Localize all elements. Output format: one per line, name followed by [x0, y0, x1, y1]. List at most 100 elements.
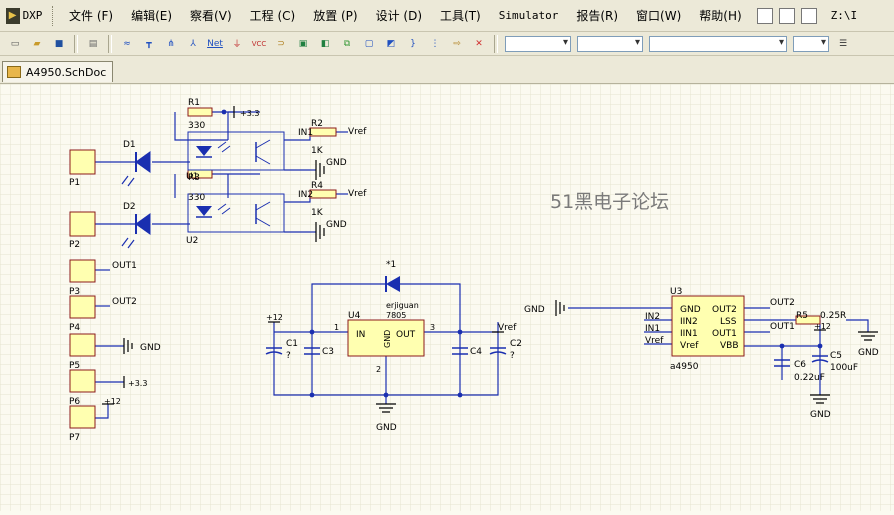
label-erjiguan: erjiguan	[386, 301, 419, 310]
label-u3-pin-out2: OUT2	[712, 305, 737, 315]
label-r5: R5	[796, 311, 808, 321]
p4-body	[69, 295, 96, 319]
gnd-symbols-bottom	[376, 331, 878, 413]
power-vcc-icon[interactable]: VCC	[251, 39, 267, 48]
led-symbols	[121, 151, 151, 249]
menu-window[interactable]: 窗口(W)	[636, 9, 682, 23]
directive-icon[interactable]: ▢	[364, 38, 374, 49]
junction-dots	[221, 109, 823, 398]
net-label-icon[interactable]: Net	[207, 38, 223, 49]
label-r5-value: 0.25R	[820, 311, 846, 321]
part-icon[interactable]: ⊃	[277, 38, 285, 49]
label-c4: C4	[470, 347, 482, 357]
menu-file[interactable]: 文件 (F)	[69, 9, 114, 23]
toolbar-separator	[108, 34, 112, 53]
label-gnd-r: GND	[858, 348, 879, 358]
label-c3: C3	[322, 347, 334, 357]
label-pin3: 3	[430, 323, 435, 332]
harness-icon[interactable]: ◩	[386, 38, 396, 49]
offsheet-icon[interactable]: ⇨	[453, 38, 461, 49]
p7-body	[69, 405, 96, 429]
menu-place[interactable]: 放置 (P)	[313, 9, 358, 23]
menu-quick-tools: Z:\I	[756, 7, 858, 24]
label-u3-pin-gnd: GND	[680, 305, 701, 315]
watermark-text: 51黑电子论坛	[550, 191, 669, 213]
optocoupler-u2	[187, 193, 285, 233]
label-u3-vref: Vref	[645, 336, 664, 346]
label-v12b: +12	[814, 322, 831, 331]
menu-view[interactable]: 察看(V)	[190, 9, 232, 23]
label-u3-name: a4950	[670, 362, 699, 372]
bus-entry-icon[interactable]: ⋔	[167, 38, 175, 49]
dxp-logo[interactable]: ▶ DXP	[0, 1, 48, 31]
filter-combo-4[interactable]	[793, 35, 829, 52]
p3-body	[69, 259, 96, 283]
label-vcc33: +3.3	[240, 109, 259, 118]
label-u2: U2	[186, 236, 198, 246]
menu-reports[interactable]: 报告(R)	[576, 9, 619, 23]
bus-icon[interactable]: ┳	[146, 38, 152, 49]
gnd-tool-icon[interactable]	[800, 7, 817, 24]
no-erc-icon[interactable]: ✕	[475, 38, 483, 49]
junction-icon[interactable]: ⅄	[190, 38, 196, 49]
label-p5: P5	[69, 361, 80, 371]
label-r2: R2	[311, 119, 323, 129]
path-indicator: Z:\I	[830, 9, 858, 22]
menu-help[interactable]: 帮助(H)	[699, 9, 742, 23]
toolbar-separator	[74, 34, 78, 53]
toolbar-grip[interactable]	[52, 5, 56, 26]
menu-design[interactable]: 设计 (D)	[375, 9, 423, 23]
label-u3-pin-vref: Vref	[680, 341, 699, 351]
schdoc-icon	[7, 66, 21, 78]
power-gnd-icon[interactable]: ⏚	[232, 40, 242, 50]
label-out2: OUT2	[112, 297, 137, 307]
schematic-canvas[interactable]: P1 P2 P3 P4 P5 P6 P7 D1 D2 R1 330 R3 330…	[0, 84, 894, 511]
open-icon[interactable]: ▰	[33, 38, 41, 49]
label-out1b: OUT1	[770, 322, 795, 332]
label-gnd1: GND	[326, 158, 347, 168]
diode-erjiguan	[385, 276, 400, 292]
label-c2: C2	[510, 339, 522, 349]
sheet-entry-icon[interactable]: ◧	[320, 38, 330, 49]
label-c5: C5	[830, 351, 842, 361]
label-p2: P2	[69, 240, 80, 250]
label-p7: P7	[69, 433, 80, 443]
label-r2-value: 1K	[311, 146, 324, 156]
connector-headers	[69, 149, 96, 429]
menu-edit[interactable]: 编辑(E)	[131, 9, 173, 23]
chart-tool-icon[interactable]	[756, 7, 773, 24]
menu-project[interactable]: 工程 (C)	[249, 9, 296, 23]
wire-net	[95, 111, 869, 419]
vcc-bars	[102, 106, 826, 405]
filter-combo-3[interactable]	[649, 35, 787, 52]
probe-icon[interactable]: ⋮	[430, 38, 440, 49]
filter-combo-1[interactable]	[505, 35, 571, 52]
label-gnd-c: GND	[810, 410, 831, 420]
label-u3-pin-iin1: IIN1	[680, 329, 698, 339]
bracket-icon[interactable]: }	[410, 38, 416, 49]
new-icon[interactable]: ▭	[10, 38, 20, 49]
label-u4-gnd: GND	[383, 330, 392, 348]
u3-body	[671, 295, 745, 357]
print-icon[interactable]: ▤	[88, 38, 98, 49]
label-p4: P4	[69, 323, 80, 333]
label-in2: IN2	[298, 190, 313, 200]
menu-simulator[interactable]: Simulator	[498, 9, 559, 22]
gnd-symbols-opto	[123, 160, 565, 354]
label-p12: +12	[104, 397, 121, 406]
filter-combo-2[interactable]	[577, 35, 643, 52]
capacitor-symbols	[265, 347, 829, 367]
dxp-logo-icon: ▶	[5, 7, 20, 24]
label-vcc33-p6: +3.3	[128, 379, 147, 388]
schematic-drawing: P1 P2 P3 P4 P5 P6 P7 D1 D2 R1 330 R3 330…	[0, 84, 894, 511]
wire-icon[interactable]: ≈	[123, 38, 131, 49]
label-c2-q: ?	[510, 351, 515, 361]
document-tab[interactable]: A4950.SchDoc	[2, 61, 114, 82]
layers-tool-icon[interactable]	[778, 7, 795, 24]
save-icon[interactable]: ■	[54, 38, 64, 49]
overflow-icon[interactable]: ☰	[838, 38, 848, 49]
p1-body	[69, 149, 96, 175]
port-icon[interactable]: ⧉	[343, 38, 351, 49]
menu-tools[interactable]: 工具(T)	[440, 9, 481, 23]
sheet-symbol-icon[interactable]: ▣	[298, 38, 308, 49]
